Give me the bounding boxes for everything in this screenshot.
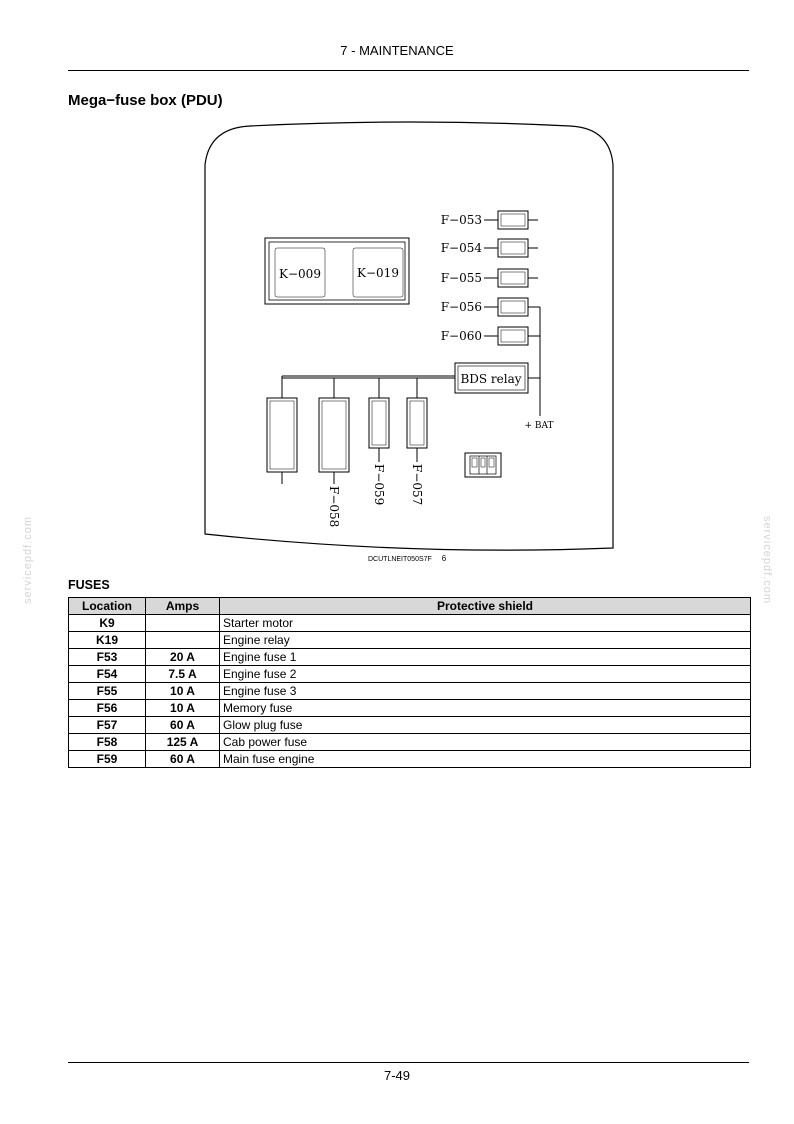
- figure-code: DCUTLNEIT050S7F: [368, 556, 432, 563]
- cell-shield: Engine fuse 1: [219, 648, 751, 666]
- cell-shield: Glow plug fuse: [219, 716, 751, 734]
- cell-shield: Engine fuse 2: [219, 665, 751, 683]
- cell-location: F57: [68, 716, 146, 734]
- bat-label: + BAT: [524, 421, 553, 431]
- fuse-f060-label: F−060: [441, 329, 482, 343]
- pdu-outline: [204, 121, 614, 551]
- watermark-right: servicepdf.com: [761, 516, 773, 604]
- column-header-amps: Amps: [145, 597, 220, 615]
- table-row: F57 60 A Glow plug fuse: [68, 716, 751, 734]
- relay-k009-label: K−009: [279, 267, 321, 281]
- cell-location: F54: [68, 665, 146, 683]
- connector-icon: [464, 452, 502, 478]
- cell-location: F56: [68, 699, 146, 717]
- table-row: F54 7.5 A Engine fuse 2: [68, 665, 751, 683]
- cell-amps: [145, 614, 220, 632]
- page-header: 7 - MAINTENANCE: [340, 43, 454, 58]
- cell-location: F58: [68, 733, 146, 751]
- cell-shield: Engine fuse 3: [219, 682, 751, 700]
- cell-amps: [145, 631, 220, 649]
- header-rule: [68, 70, 749, 71]
- table-row: F58 125 A Cab power fuse: [68, 733, 751, 751]
- cell-location: K19: [68, 631, 146, 649]
- cell-shield: Memory fuse: [219, 699, 751, 717]
- bds-relay-label: BDS relay: [460, 372, 521, 386]
- table-row: F56 10 A Memory fuse: [68, 699, 751, 717]
- cell-amps: 20 A: [145, 648, 220, 666]
- cell-location: K9: [68, 614, 146, 632]
- cell-location: F59: [68, 750, 146, 768]
- figure-caption: DCUTLNEIT050S7F 6: [368, 554, 446, 563]
- fuse-f056-label: F−056: [441, 300, 482, 314]
- bds-relay: BDS relay: [454, 362, 529, 394]
- cell-amps: 60 A: [145, 716, 220, 734]
- table-row: F55 10 A Engine fuse 3: [68, 682, 751, 700]
- cell-shield: Starter motor: [219, 614, 751, 632]
- column-header-location: Location: [68, 597, 146, 615]
- cell-amps: 125 A: [145, 733, 220, 751]
- cell-shield: Engine relay: [219, 631, 751, 649]
- fuse-f054-label: F−054: [441, 241, 483, 255]
- fuse-f055-label: F−055: [441, 271, 482, 285]
- fuse-f057-label: F−057: [410, 464, 424, 505]
- cell-amps: 10 A: [145, 699, 220, 717]
- fuses-table: Location Amps Protective shield K9 Start…: [68, 597, 751, 768]
- pdu-diagram: K−009 K−019 F−053 F−054 F−055 F−056 F−06…: [204, 121, 614, 551]
- relay-block: K−009 K−019: [264, 237, 410, 305]
- table-row: F53 20 A Engine fuse 1: [68, 648, 751, 666]
- cell-amps: 60 A: [145, 750, 220, 768]
- table-row: K9 Starter motor: [68, 614, 751, 632]
- page-number: 7-49: [383, 1068, 411, 1083]
- cell-location: F53: [68, 648, 146, 666]
- cell-shield: Main fuse engine: [219, 750, 751, 768]
- fuse-f053-label: F−053: [441, 213, 482, 227]
- table-row: F59 60 A Main fuse engine: [68, 750, 751, 768]
- cell-location: F55: [68, 682, 146, 700]
- column-header-shield: Protective shield: [219, 597, 751, 615]
- watermark-left: servicepdf.com: [22, 516, 34, 604]
- fuse-f058-label: F−058: [327, 486, 341, 527]
- cell-shield: Cab power fuse: [219, 733, 751, 751]
- table-header-row: Location Amps Protective shield: [68, 597, 751, 615]
- cell-amps: 7.5 A: [145, 665, 220, 683]
- table-title: FUSES: [68, 578, 110, 592]
- right-fuses: F−053 F−054 F−055 F−056 F−060: [441, 210, 538, 346]
- footer-rule: [68, 1062, 749, 1063]
- bottom-fuses: F−058 F−059 F−057: [266, 397, 428, 527]
- relay-k019-label: K−019: [357, 266, 399, 280]
- figure-number: 6: [441, 554, 447, 563]
- section-title: Mega−fuse box (PDU): [68, 92, 223, 109]
- cell-amps: 10 A: [145, 682, 220, 700]
- table-row: K19 Engine relay: [68, 631, 751, 649]
- fuse-f059-label: F−059: [372, 464, 386, 505]
